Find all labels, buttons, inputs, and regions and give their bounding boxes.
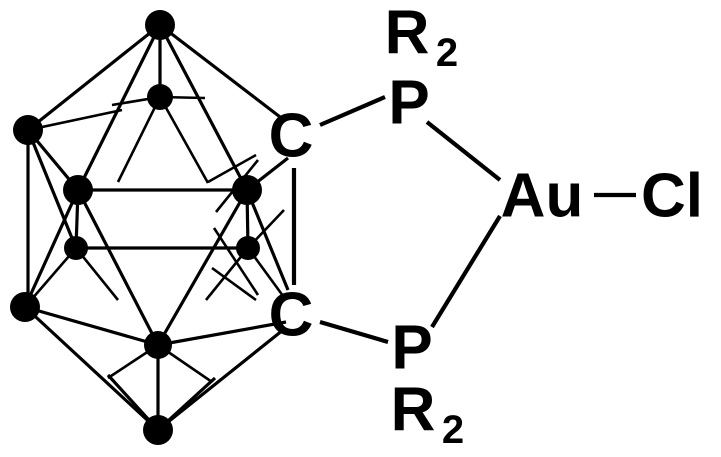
cage-bond-c2-b7b-stub [211,266,257,302]
cage-bond-b8-b10 [23,305,160,432]
atom-label-r-group-top: R [385,0,430,68]
cage-bond-b1-c1 [159,23,285,122]
cage-bond-b5-c2 [245,189,290,291]
cage-vertex-b1 [145,10,175,40]
atom-label-r-group-top-subscript: 2 [436,31,458,75]
cage-bond-b1-b4 [76,24,162,191]
cage-vertex-b5 [232,175,262,205]
cage-vertex-b4 [63,175,93,205]
cage-bond-b3-b2-stub [27,108,123,132]
cage-vertex-b9 [144,331,172,359]
atom-label-r-group-bottom-subscript: 2 [442,408,464,452]
cage-vertex-b6 [64,236,88,260]
cage-bond-b3-b6 [26,129,78,249]
cage-bond-c2-b7-stub [212,227,260,296]
atom-label-phosphorus-bottom: P [391,314,432,383]
cage-bond-b5-b9 [156,189,249,346]
cage-vertex-b8 [10,292,40,322]
cage-bond-b1-b5 [158,24,249,191]
cage-bond-b4-b9 [76,189,160,346]
carborane-cage-vertices [10,10,262,445]
cage-vertex-b3 [13,115,43,145]
atom-label-phosphorus-top: P [388,69,429,138]
ligand-bonds [291,95,502,345]
cage-bond-b1-b3 [27,23,161,132]
atom-label-gold: Au [501,162,584,231]
bond-au-p2 [430,214,502,329]
bond-p1-au [425,120,502,182]
atom-label-chlorine: Cl [641,162,703,231]
atom-label-carbon-top: C [269,102,314,171]
bond-p2-c2 [319,319,389,345]
atom-label-r-group-bottom: R [391,376,436,445]
atom-label-carbon-bottom: C [269,281,314,350]
cage-bond-b10-c2 [157,328,284,432]
cage-bond-b9-c2 [157,320,287,347]
cage-bond-b4-b8 [23,189,80,308]
cage-bond-c1-b5-stub [207,153,257,184]
bond-c1-p1 [319,95,386,127]
cage-bond-b2-b5 [158,96,210,184]
cage-bond-b8-b9 [24,305,159,347]
atom-labels: C C P P R 2 R 2 Au Cl [269,0,703,452]
cage-vertex-b2 [147,84,173,110]
cage-vertex-b10 [143,415,173,445]
cage-vertex-b7 [236,236,260,260]
cage-bond-b2-b4 [116,96,162,183]
